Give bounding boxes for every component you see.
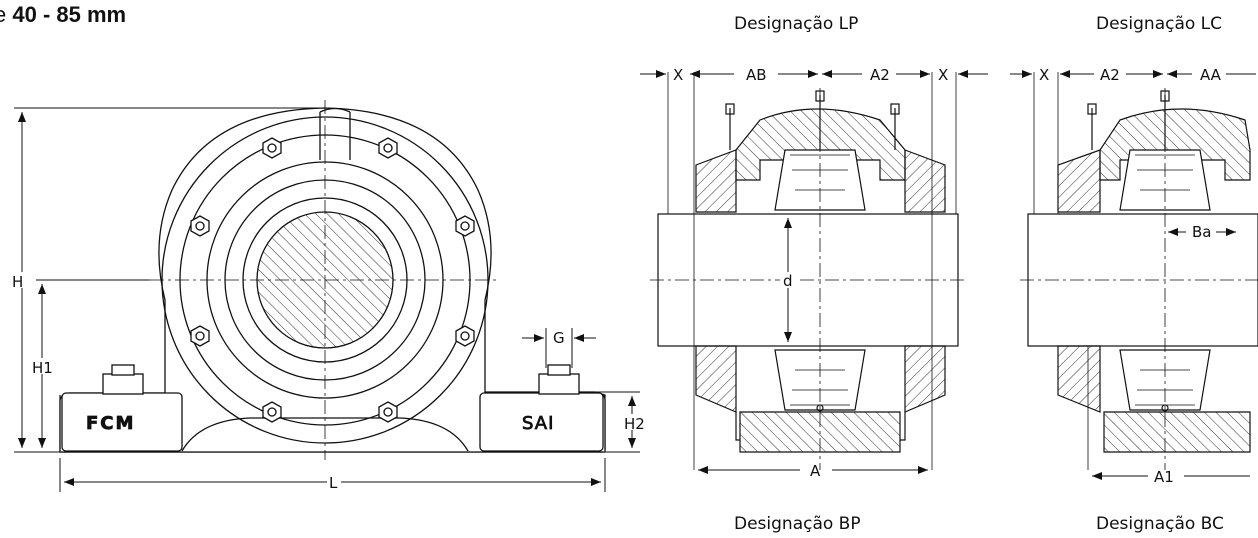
caption-lc: Designação LC — [1096, 14, 1223, 34]
caption-lp: Designação LP — [734, 14, 859, 34]
dim-L: L — [329, 474, 338, 492]
dim-X-lc: X — [1039, 66, 1049, 84]
dim-X-right: X — [938, 66, 948, 84]
dim-A: A — [810, 462, 821, 480]
dim-H1: H1 — [32, 359, 53, 377]
caption-bp: Designação BP — [734, 514, 861, 534]
dim-d: d — [783, 272, 793, 290]
dim-A1: A1 — [1154, 468, 1174, 486]
section-lc-bc — [1020, 72, 1258, 470]
dim-Ba: Ba — [1192, 223, 1211, 241]
section-lp-bp — [650, 72, 965, 470]
foot-bolt-right — [538, 364, 580, 395]
title-prefix: e — [0, 2, 7, 27]
page-title: e 40 - 85 mm — [0, 2, 126, 28]
cap-bolts — [190, 137, 475, 423]
brand-left: FCM — [86, 413, 135, 434]
dim-AA: AA — [1200, 66, 1222, 84]
dim-A2-lp: A2 — [870, 66, 890, 84]
dim-H: H — [12, 273, 23, 291]
brand-right: SAI — [522, 413, 554, 434]
dim-X-left: X — [673, 66, 683, 84]
title-range: 40 - 85 mm — [12, 2, 127, 27]
foot-bolt-left — [102, 364, 144, 395]
shaft-lc — [1027, 213, 1258, 347]
caption-bc: Designação BC — [1096, 514, 1224, 534]
front-view — [59, 100, 606, 460]
lc-dimensions — [1010, 70, 1256, 480]
dim-AB: AB — [746, 66, 767, 84]
dim-A2-lc: A2 — [1100, 66, 1120, 84]
dim-H2: H2 — [624, 415, 645, 433]
dim-G: G — [553, 329, 565, 347]
